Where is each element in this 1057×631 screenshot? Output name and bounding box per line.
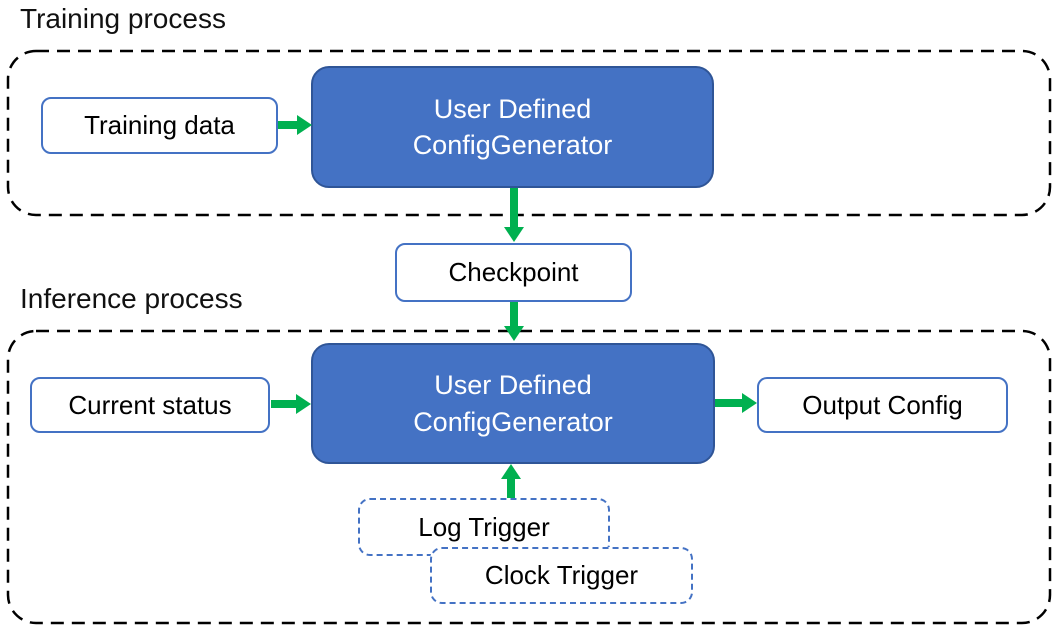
checkpoint-label: Checkpoint	[448, 257, 579, 287]
training-data-label: Training data	[84, 110, 235, 140]
config-generator-training-node: User Defined ConfigGenerator	[311, 66, 714, 188]
arrow-shaft	[278, 121, 297, 129]
current-status-label: Current status	[68, 389, 232, 420]
arrow-shaft	[507, 479, 515, 498]
arrow-head-icon	[742, 393, 757, 413]
arrow-generator-to-checkpoint	[504, 188, 524, 242]
inference-process-label: Inference process	[20, 283, 243, 314]
clock-trigger-node: Clock Trigger	[430, 547, 693, 604]
arrow-head-icon	[504, 227, 524, 242]
arrow-shaft	[271, 400, 296, 408]
arrow-training-data-to-generator	[278, 115, 312, 135]
arrow-triggers-to-generator	[501, 464, 521, 498]
config-generator-inference-line1: User Defined	[434, 370, 592, 401]
checkpoint-node: Checkpoint	[395, 243, 632, 302]
config-generator-inference-line2: ConfigGenerator	[413, 406, 613, 437]
arrow-head-icon	[501, 464, 521, 479]
arrow-shaft	[715, 399, 742, 407]
arrow-generator-to-output-config	[715, 393, 757, 413]
training-process-container	[6, 49, 1052, 217]
arrow-current-status-to-generator	[271, 394, 311, 414]
clock-trigger-label: Clock Trigger	[484, 560, 639, 590]
output-config-node: Output Config	[757, 377, 1008, 433]
log-trigger-label: Log Trigger	[418, 511, 550, 542]
arrow-shaft	[510, 302, 518, 326]
training-data-node: Training data	[41, 97, 278, 154]
arrow-shaft	[510, 188, 518, 227]
config-generator-training-line2: ConfigGenerator	[412, 130, 613, 160]
arrow-head-icon	[296, 394, 311, 414]
config-generator-inference-node: User Defined ConfigGenerator	[311, 343, 715, 464]
arrow-head-icon	[297, 115, 312, 135]
output-config-label: Output Config	[802, 389, 963, 420]
arrow-head-icon	[504, 326, 524, 341]
current-status-node: Current status	[30, 377, 270, 433]
config-generator-training-line1: User Defined	[433, 93, 592, 124]
training-process-label: Training process	[20, 3, 226, 34]
arrow-checkpoint-to-generator	[504, 302, 524, 341]
inference-process-container	[6, 329, 1052, 625]
